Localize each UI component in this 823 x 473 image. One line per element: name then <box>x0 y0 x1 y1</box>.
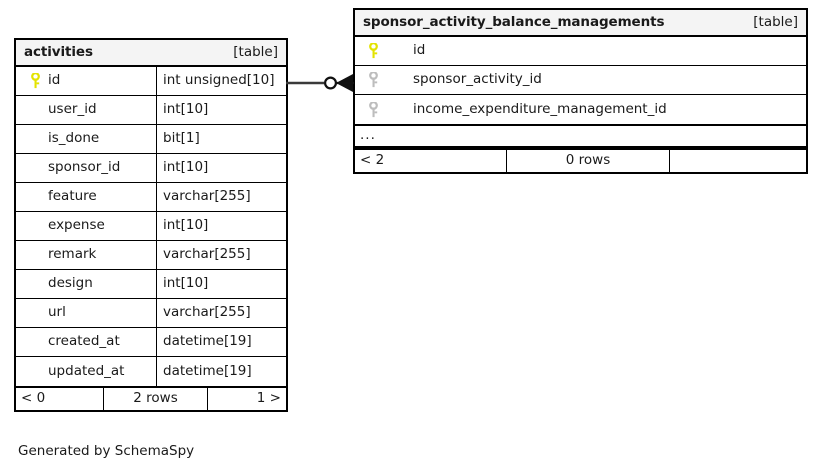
column-name: design <box>48 275 93 292</box>
column-type: varchar[255] <box>163 304 251 321</box>
next-page-button[interactable]: 1 > <box>256 390 281 407</box>
column-type: int[10] <box>163 275 209 292</box>
column-name: remark <box>48 246 97 263</box>
er-table-activities[interactable]: activities [table] id int unsigned[10] <box>14 38 288 412</box>
column-name: income_expenditure_management_id <box>413 100 667 117</box>
column-type: varchar[255] <box>163 188 251 205</box>
column-type: int unsigned[10] <box>163 72 275 89</box>
column-name: expense <box>48 217 105 234</box>
column-name-cell: feature <box>16 183 157 211</box>
column-name-cell: created_at <box>16 328 157 356</box>
column-name-cell: is_done <box>16 125 157 153</box>
column-type: int[10] <box>163 159 209 176</box>
table-row[interactable]: income_expenditure_management_id <box>355 95 806 124</box>
key-icon-primary <box>361 43 401 59</box>
table-row[interactable]: remark varchar[255] <box>16 241 286 270</box>
column-name: sponsor_activity_id <box>413 71 542 88</box>
column-name-cell: expense <box>16 212 157 240</box>
table-title: sponsor_activity_balance_managements <box>363 13 665 30</box>
generated-by-label: Generated by SchemaSpy <box>18 443 195 459</box>
table-header-activities: activities [table] <box>16 40 286 67</box>
previous-page-button[interactable]: < 2 <box>355 150 507 172</box>
previous-page-button[interactable]: < 0 <box>16 388 104 410</box>
column-type: varchar[255] <box>163 246 251 263</box>
more-columns-ellipsis[interactable]: ... <box>355 124 806 148</box>
column-name: user_id <box>48 101 97 118</box>
column-type: datetime[19] <box>163 362 252 379</box>
column-type: bit[1] <box>163 130 200 147</box>
column-name-cell: sponsor_activity_id <box>355 66 806 94</box>
row-count-label: 2 rows <box>104 388 208 410</box>
table-footer-sponsor-activity-balance-managements: < 2 0 rows <box>355 148 806 172</box>
table-type-tag: [table] <box>233 43 278 60</box>
row-count-label: 0 rows <box>507 150 670 172</box>
table-row[interactable]: expense int[10] <box>16 212 286 241</box>
table-footer-activities: < 0 2 rows 1 > <box>16 386 286 410</box>
column-name-cell: income_expenditure_management_id <box>355 95 806 124</box>
table-row[interactable]: updated_at datetime[19] <box>16 357 286 386</box>
column-name-cell: updated_at <box>16 357 157 386</box>
column-name: url <box>48 304 66 321</box>
table-row[interactable]: created_at datetime[19] <box>16 328 286 357</box>
table-row[interactable]: is_done bit[1] <box>16 125 286 154</box>
column-name: feature <box>48 188 97 205</box>
column-type: int[10] <box>163 217 209 234</box>
table-row[interactable]: user_id int[10] <box>16 96 286 125</box>
column-name-cell: remark <box>16 241 157 269</box>
column-type: int[10] <box>163 101 209 118</box>
table-row[interactable]: feature varchar[255] <box>16 183 286 212</box>
column-name-cell: sponsor_id <box>16 154 157 182</box>
table-row[interactable]: sponsor_id int[10] <box>16 154 286 183</box>
column-name: updated_at <box>48 362 125 379</box>
table-row[interactable]: design int[10] <box>16 270 286 299</box>
column-type: datetime[19] <box>163 333 252 350</box>
table-row[interactable]: id int unsigned[10] <box>16 67 286 96</box>
table-row[interactable]: id <box>355 37 806 66</box>
crows-foot-zero-or-many-icon <box>335 74 354 92</box>
table-title: activities <box>24 43 93 60</box>
key-icon-primary <box>22 73 48 89</box>
column-name-cell: user_id <box>16 96 157 124</box>
column-name: sponsor_id <box>48 159 121 176</box>
key-icon-foreign <box>361 72 401 88</box>
next-page-button[interactable] <box>670 150 806 172</box>
column-name: is_done <box>48 130 100 147</box>
column-name: id <box>413 42 426 59</box>
column-name: created_at <box>48 333 120 350</box>
er-table-sponsor-activity-balance-managements[interactable]: sponsor_activity_balance_managements [ta… <box>353 8 808 174</box>
table-type-tag: [table] <box>753 13 798 30</box>
table-header-sponsor-activity-balance-managements: sponsor_activity_balance_managements [ta… <box>355 10 806 37</box>
column-name-cell: id <box>355 37 806 65</box>
table-row[interactable]: sponsor_activity_id <box>355 66 806 95</box>
key-icon-foreign <box>361 101 401 118</box>
column-name: id <box>48 72 61 89</box>
column-name-cell: design <box>16 270 157 298</box>
column-list-activities: id int unsigned[10] user_id int[10] is_d… <box>16 67 286 386</box>
column-name-cell: url <box>16 299 157 327</box>
table-row[interactable]: url varchar[255] <box>16 299 286 328</box>
relationship-connector-activities-to-sabm <box>286 74 354 92</box>
column-name-cell: id <box>16 67 157 95</box>
column-list-sponsor-activity-balance-managements: id sponsor_activity_id <box>355 37 806 124</box>
